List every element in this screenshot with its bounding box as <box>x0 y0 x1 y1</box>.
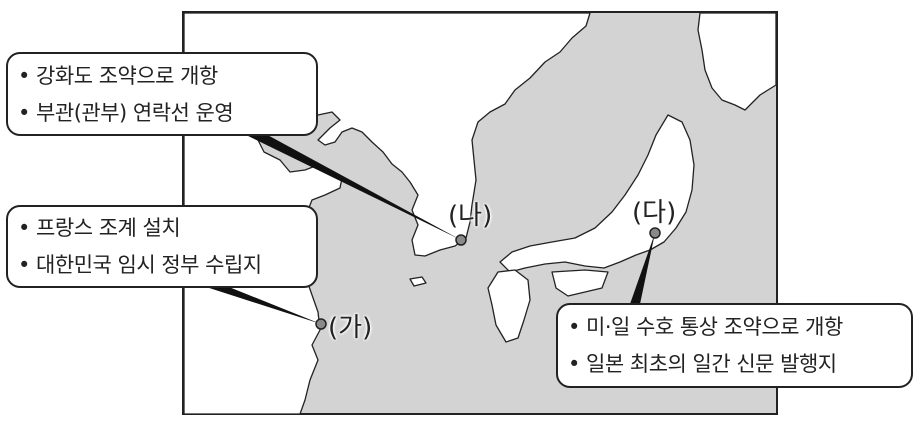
pointer-na <box>240 132 461 240</box>
label-da: (다) <box>632 198 677 228</box>
callout-ga: • 프랑스 조계 설치 • 대한민국 임시 정부 수립지 <box>6 205 318 288</box>
hokkaido <box>697 12 777 111</box>
note: • 대한민국 임시 정부 수립지 <box>18 253 262 277</box>
callout-na: • 강화도 조약으로 개항 • 부관(관부) 연락선 운영 <box>6 52 318 136</box>
callout-pointers <box>200 132 655 324</box>
shikoku <box>551 269 609 297</box>
jeju-island <box>409 276 427 287</box>
marker-da <box>649 227 661 239</box>
marker-na <box>455 234 467 246</box>
honshu <box>499 114 695 273</box>
note: • 일본 최초의 일간 신문 발행지 <box>568 352 837 376</box>
note: • 부관(관부) 연락선 운영 <box>18 101 234 125</box>
kyushu <box>487 269 531 343</box>
label-na: (나) <box>448 201 493 231</box>
pointer-da <box>630 233 655 304</box>
label-ga: (가) <box>328 313 373 343</box>
note: • 미·일 수호 통상 조약으로 개항 <box>568 315 843 339</box>
marker-ga <box>315 318 327 330</box>
callout-da: • 미·일 수호 통상 조약으로 개항 • 일본 최초의 일간 신문 발행지 <box>556 303 913 388</box>
note: • 강화도 조약으로 개항 <box>18 64 218 88</box>
pointer-ga <box>200 285 321 324</box>
note: • 프랑스 조계 설치 <box>18 216 181 240</box>
